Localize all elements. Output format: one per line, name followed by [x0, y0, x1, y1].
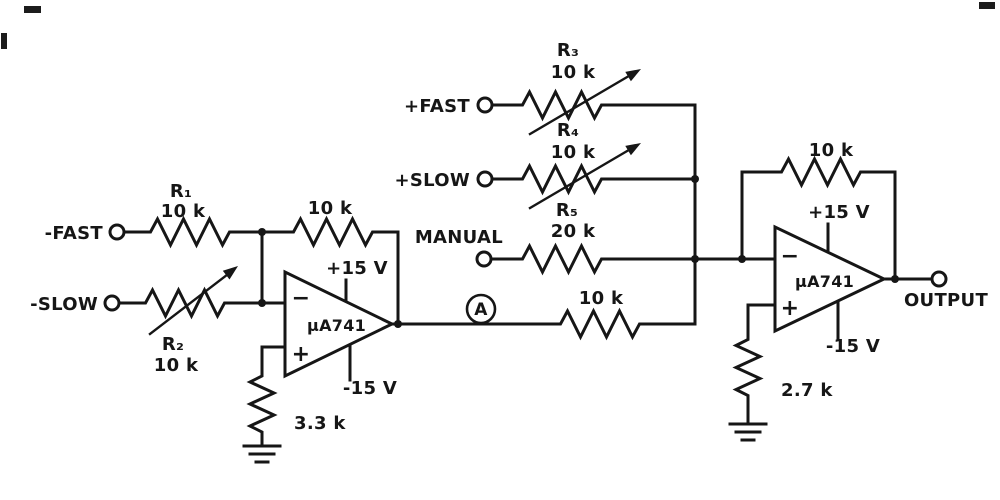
node-a: A — [465, 293, 497, 325]
opamp1-noninverting-sign: + — [292, 342, 311, 367]
resistor-bodies — [128, 88, 874, 438]
scan-crop-marks — [1, 2, 995, 49]
r3-wiper-arrow — [528, 69, 641, 136]
resistor-summing-body — [550, 307, 650, 341]
resistor-ground2-body — [732, 333, 764, 402]
resistor-r4-body — [500, 162, 624, 196]
label-r4-ref: R₄ — [557, 120, 579, 141]
label-feedback1-value: 10 k — [308, 198, 353, 219]
arrow-head-icon — [625, 69, 641, 82]
wires — [117, 103, 934, 382]
crop-mark — [1, 33, 7, 49]
label-r5-value: 20 k — [551, 221, 596, 242]
label-r5-ref: R₅ — [556, 200, 578, 221]
crop-mark — [979, 2, 995, 9]
label-pos-fast: +FAST — [404, 96, 470, 117]
opamp2-vplus-label: +15 V — [808, 202, 870, 223]
arrow-shaft — [148, 269, 234, 336]
terminal-neg-slow — [103, 294, 121, 312]
arrow-shaft — [528, 145, 636, 210]
junction-dot — [258, 299, 266, 307]
label-output: OUTPUT — [904, 290, 989, 311]
terminal-pos-slow — [476, 170, 494, 188]
label-feedback2-value: 10 k — [809, 140, 854, 161]
junction-dot — [394, 320, 402, 328]
resistor-r5-body — [500, 242, 624, 276]
label-r1-value: 10 k — [161, 201, 206, 222]
label-r2-ref: R₂ — [162, 334, 184, 355]
label-r3-value: 10 k — [551, 62, 596, 83]
junction-dot — [738, 255, 746, 263]
terminal-output — [930, 270, 948, 288]
opamp2-part-label: μA741 — [795, 272, 854, 291]
opamp2-vminus-label: -15 V — [826, 336, 880, 357]
terminal-neg-fast — [108, 223, 126, 241]
node-a-circle — [465, 293, 497, 325]
resistor-r3-body — [500, 88, 624, 122]
opamp2-inverting-sign: − — [781, 244, 800, 269]
wire-feedback1-drop — [386, 230, 400, 326]
label-pos-slow: +SLOW — [394, 170, 470, 191]
opamp1: − + μA741 +15 V -15 V — [283, 258, 397, 399]
ground1-icon — [242, 434, 282, 464]
resistor-r1-body — [133, 215, 247, 249]
opamp1-triangle — [283, 269, 396, 379]
opamp1-part-label: μA741 — [307, 316, 366, 335]
junction-dot — [691, 175, 699, 183]
label-ground1-value: 3.3 k — [294, 413, 346, 434]
junction-dot — [258, 228, 266, 236]
arrow-head-icon — [222, 266, 238, 280]
node-a-label: A — [474, 300, 488, 320]
label-r3-ref: R₃ — [557, 40, 579, 61]
junction-dot — [891, 275, 899, 283]
wire-feedback2-drop — [870, 170, 897, 281]
resistor-r2-body — [128, 286, 242, 320]
junction-dot — [691, 255, 699, 263]
terminal-pos-fast — [476, 96, 494, 114]
label-r4-value: 10 k — [551, 142, 596, 163]
label-summing-value: 10 k — [579, 288, 624, 309]
resistor-feedback2-body — [768, 155, 874, 189]
r2-wiper-arrow — [148, 266, 238, 336]
opamp1-inverting-sign: − — [292, 286, 311, 311]
junction-dots — [258, 175, 899, 328]
opamp1-vminus-label: -15 V — [343, 378, 397, 399]
label-r2-value: 10 k — [154, 355, 199, 376]
label-neg-fast: -FAST — [45, 223, 104, 244]
wire-noninverting-1 — [260, 345, 287, 374]
arrow-head-icon — [625, 143, 641, 156]
opamp2: − + μA741 +15 V -15 V — [773, 202, 888, 357]
ground2-icon — [728, 398, 768, 442]
terminal-manual — [475, 250, 493, 268]
resistor-feedback1-body — [276, 215, 390, 249]
labels: -FAST -SLOW R₁ 10 k 10 k R₂ 10 k 3.3 k +… — [30, 40, 988, 434]
resistor-ground1-body — [246, 370, 278, 438]
wire-feedback2-rise — [740, 170, 772, 261]
label-ground2-value: 2.7 k — [781, 380, 833, 401]
r4-wiper-arrow — [528, 143, 641, 210]
label-r1-ref: R₁ — [170, 181, 192, 202]
opamp2-triangle — [773, 224, 888, 334]
opamp1-vplus-label: +15 V — [326, 258, 388, 279]
wire-noninverting-2 — [746, 303, 777, 337]
label-neg-slow: -SLOW — [30, 294, 98, 315]
label-manual: MANUAL — [415, 227, 503, 248]
crop-mark — [24, 6, 41, 13]
arrow-shaft — [528, 71, 636, 136]
opamp2-noninverting-sign: + — [781, 296, 800, 321]
